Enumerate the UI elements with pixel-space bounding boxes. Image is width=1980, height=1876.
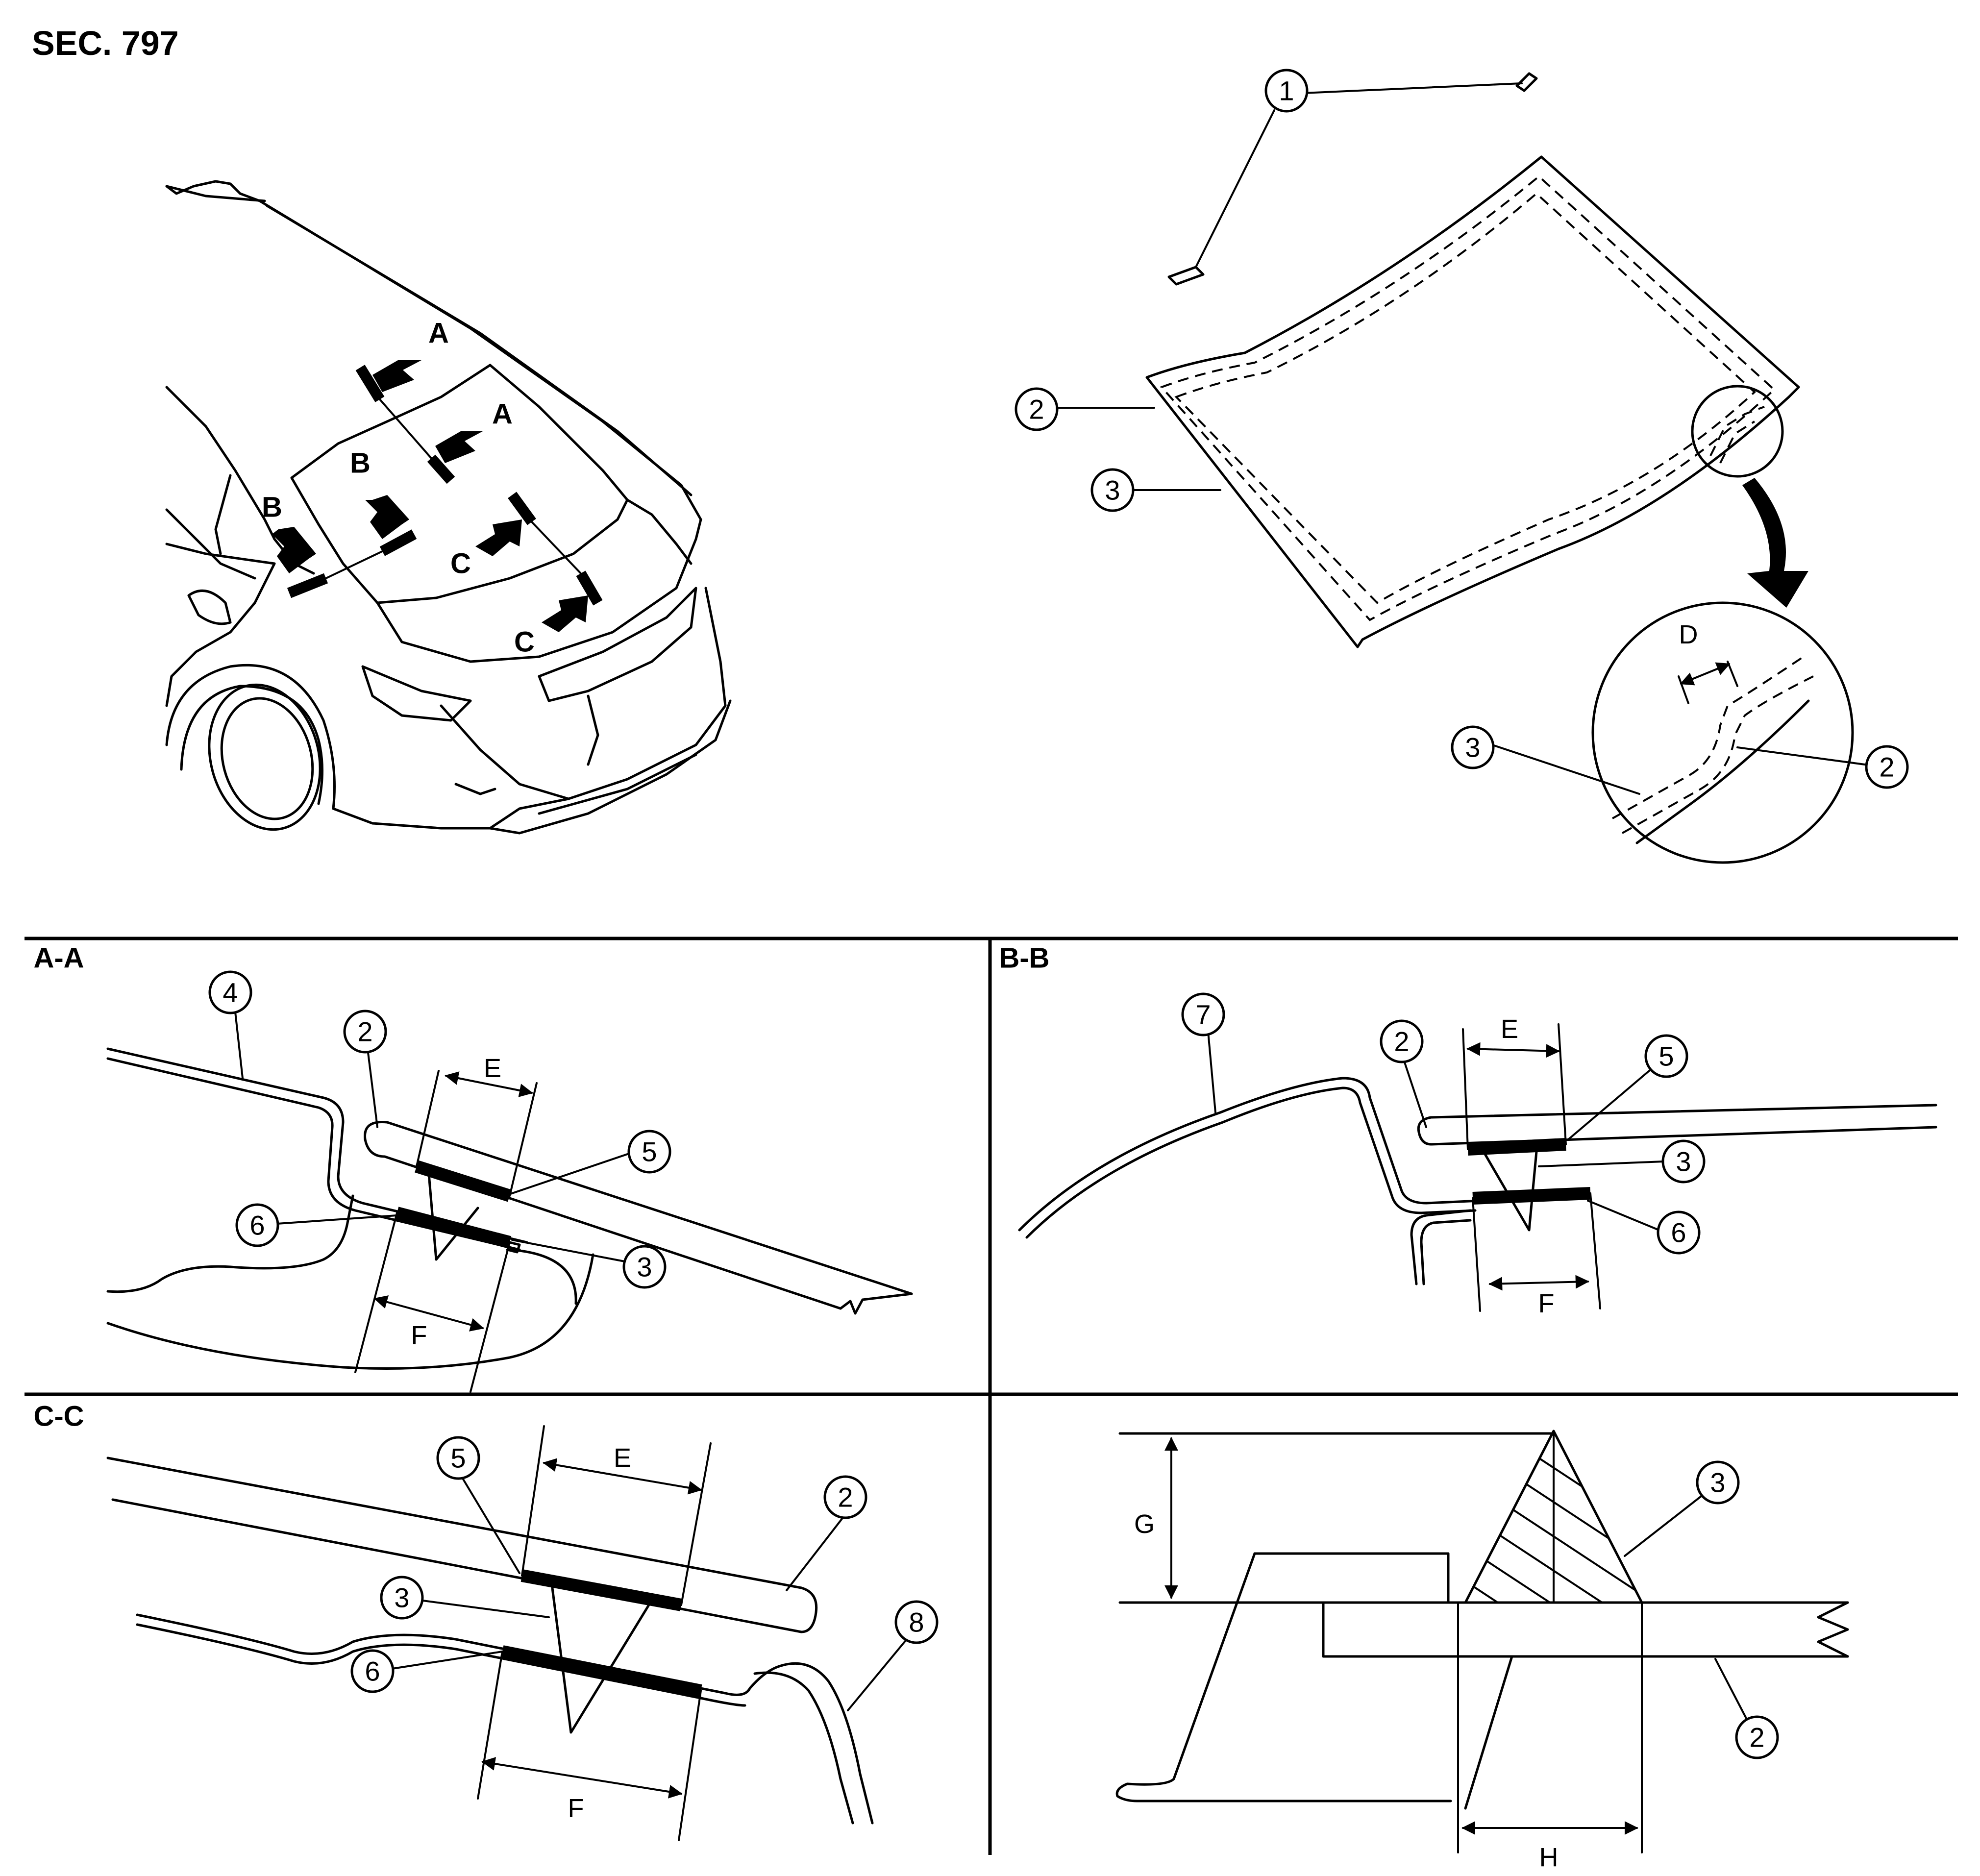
callout-7-bb: 7 (1181, 992, 1225, 1037)
svg-text:3: 3 (1465, 732, 1480, 763)
svg-text:3: 3 (1105, 475, 1120, 506)
car-rear-view: A A B B C C (165, 180, 732, 835)
callout-5-aa: 5 (627, 1130, 671, 1174)
view-label-bb: B-B (999, 942, 1049, 974)
section-letter-c-bottom: C (514, 626, 535, 658)
callout-5-cc: 5 (436, 1436, 480, 1480)
svg-text:3: 3 (1676, 1146, 1691, 1177)
bb-dim-label-f: F (1538, 1289, 1555, 1318)
callout-2-bb: 2 (1380, 1019, 1424, 1063)
callout-3-bead: 3 (1696, 1460, 1740, 1505)
svg-text:2: 2 (838, 1482, 853, 1513)
svg-text:6: 6 (1671, 1217, 1686, 1248)
section-letter-a-bottom: A (492, 398, 513, 430)
callout-4-aa: 4 (208, 970, 252, 1014)
svg-text:4: 4 (223, 977, 238, 1008)
dim-label-g: G (1134, 1509, 1155, 1539)
section-code: SEC. 797 (32, 24, 179, 62)
callout-2-cc: 2 (823, 1475, 867, 1519)
view-label-cc: C-C (33, 1401, 84, 1432)
cc-dim-label-e: E (614, 1443, 631, 1473)
section-letter-b-bottom: B (262, 492, 282, 523)
dim-label-h: H (1539, 1843, 1559, 1872)
aa-dim-label-f: F (411, 1321, 427, 1350)
svg-text:2: 2 (1029, 394, 1044, 425)
callout-3-aa: 3 (622, 1245, 667, 1289)
cc-dim-label-f: F (568, 1794, 584, 1823)
svg-text:3: 3 (394, 1582, 409, 1613)
section-bb-drawing: E F (1018, 1014, 1937, 1318)
svg-text:3: 3 (637, 1252, 652, 1283)
callout-3-detail: 3 (1451, 725, 1495, 769)
view-label-aa: A-A (33, 942, 84, 974)
svg-text:2: 2 (357, 1016, 372, 1047)
svg-text:2: 2 (1394, 1026, 1409, 1057)
svg-text:5: 5 (1658, 1041, 1674, 1072)
svg-text:5: 5 (450, 1443, 466, 1474)
bb-dim-label-e: E (1501, 1014, 1518, 1044)
section-letter-c-top: C (450, 548, 471, 580)
svg-text:1: 1 (1279, 75, 1294, 106)
section-letter-a-top: A (428, 318, 449, 349)
svg-text:7: 7 (1195, 999, 1211, 1030)
svg-text:5: 5 (642, 1136, 657, 1167)
svg-text:3: 3 (1710, 1467, 1725, 1498)
callout-3-cc: 3 (380, 1576, 424, 1620)
callout-2-bead: 2 (1735, 1715, 1779, 1759)
section-frames (25, 937, 1958, 1855)
svg-text:6: 6 (365, 1656, 380, 1687)
section-cc-drawing: E F (106, 1425, 908, 1841)
callout-6-cc: 6 (350, 1649, 395, 1693)
svg-text:8: 8 (909, 1607, 924, 1638)
svg-text:2: 2 (1879, 752, 1894, 783)
callout-8-cc: 8 (894, 1600, 939, 1644)
callout-5-bb: 5 (1644, 1034, 1688, 1078)
svg-text:6: 6 (249, 1210, 265, 1241)
callout-3-glass: 3 (1090, 468, 1135, 512)
callout-6-aa: 6 (235, 1203, 279, 1247)
section-aa-drawing: E F (106, 1011, 913, 1393)
section-letter-b-top: B (350, 447, 371, 479)
aa-dim-label-e: E (484, 1054, 501, 1083)
svg-text:2: 2 (1749, 1722, 1764, 1753)
callout-6-bb: 6 (1657, 1210, 1701, 1255)
glass-panel-view: D (1057, 72, 1866, 864)
callout-2-aa: 2 (343, 1010, 387, 1054)
callout-1: 1 (1264, 69, 1309, 113)
callout-3-bb: 3 (1661, 1139, 1706, 1184)
bead-profile-detail: G H (1115, 1430, 1849, 1872)
callout-2-glass: 2 (1015, 387, 1059, 431)
callout-2-detail: 2 (1865, 745, 1909, 789)
dim-label-d: D (1679, 620, 1698, 649)
